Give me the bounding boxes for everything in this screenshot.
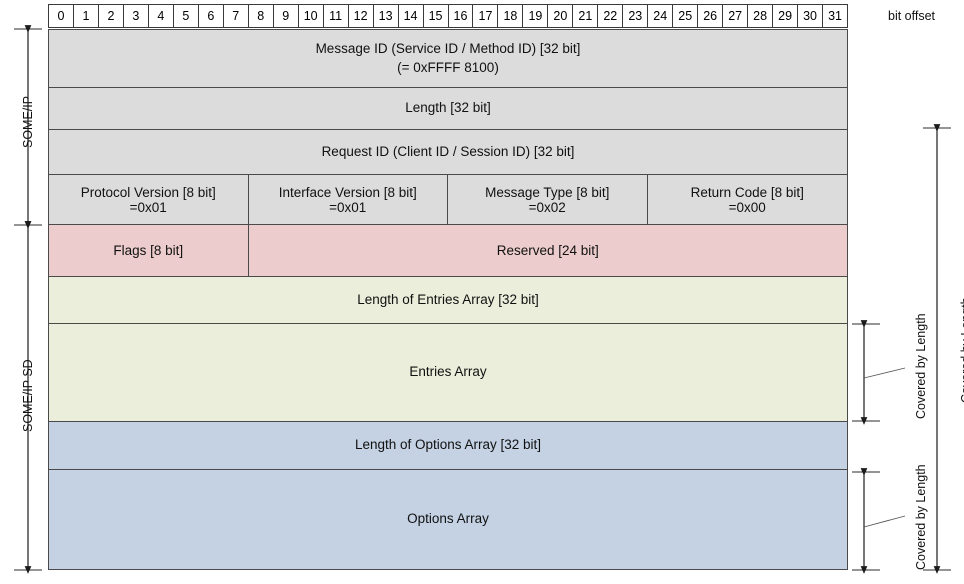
row-version-type-return: Protocol Version [8 bit] =0x01 Interface… xyxy=(49,175,847,225)
protocol-version-value: =0x01 xyxy=(129,199,167,215)
row-options-array: Options Array xyxy=(49,470,847,569)
bit-cell: 20 xyxy=(548,5,574,27)
bit-cell: 21 xyxy=(573,5,599,27)
bracket-label-covered-total: Covered by Length xyxy=(959,297,964,403)
bit-cell: 7 xyxy=(224,5,249,27)
flags-label: Flags [8 bit] xyxy=(113,243,184,258)
packet-table: Message ID (Service ID / Method ID) [32 … xyxy=(48,29,848,570)
row-length-of-entries-array: Length of Entries Array [32 bit] xyxy=(49,277,847,324)
row-entries-array: Entries Array xyxy=(49,324,847,422)
bit-offset-header: 0 1 2 3 4 5 6 7 8 9 10 11 12 13 14 15 16… xyxy=(48,4,848,28)
bit-cell: 25 xyxy=(673,5,699,27)
message-id-value: (= 0xFFFF 8100) xyxy=(397,59,499,75)
bit-offset-caption: bit offset xyxy=(888,9,936,23)
options-array-label: Options Array xyxy=(407,511,489,527)
bit-cell: 29 xyxy=(773,5,799,27)
bit-cell: 10 xyxy=(299,5,324,27)
cell-message-type: Message Type [8 bit] =0x02 xyxy=(448,175,648,224)
reserved-label: Reserved [24 bit] xyxy=(496,243,599,258)
cell-flags: Flags [8 bit] xyxy=(49,225,249,276)
message-type-label: Message Type [8 bit] xyxy=(485,184,610,200)
bit-cell: 26 xyxy=(698,5,724,27)
bit-cell: 1 xyxy=(74,5,99,27)
bit-cell: 3 xyxy=(124,5,149,27)
row-flags-reserved: Flags [8 bit] Reserved [24 bit] xyxy=(49,225,847,277)
cell-interface-version: Interface Version [8 bit] =0x01 xyxy=(249,175,448,224)
return-code-label: Return Code [8 bit] xyxy=(690,184,804,200)
bit-cell: 9 xyxy=(274,5,299,27)
bit-cell: 4 xyxy=(149,5,174,27)
interface-version-label: Interface Version [8 bit] xyxy=(278,184,417,200)
bit-cell: 23 xyxy=(623,5,649,27)
bit-cell: 16 xyxy=(449,5,474,27)
bit-cell: 22 xyxy=(598,5,624,27)
bit-cell: 12 xyxy=(349,5,374,27)
bit-cell: 15 xyxy=(424,5,449,27)
bit-cell: 14 xyxy=(399,5,424,27)
request-id-label: Request ID (Client ID / Session ID) [32 … xyxy=(321,143,575,159)
length-of-options-array-label: Length of Options Array [32 bit] xyxy=(354,437,542,453)
bracket-label-someip: SOME/IP xyxy=(21,95,35,148)
cell-reserved: Reserved [24 bit] xyxy=(249,225,848,276)
bit-cell: 24 xyxy=(648,5,674,27)
return-code-value: =0x00 xyxy=(728,199,766,215)
bit-cell: 0 xyxy=(49,5,74,27)
message-id-label: Message ID (Service ID / Method ID) [32 … xyxy=(315,41,581,57)
bit-cell: 30 xyxy=(798,5,824,27)
length-label: Length [32 bit] xyxy=(405,100,491,116)
bit-cell: 17 xyxy=(473,5,499,27)
row-request-id: Request ID (Client ID / Session ID) [32 … xyxy=(49,130,847,175)
bit-cell: 2 xyxy=(99,5,124,27)
bit-cell: 8 xyxy=(249,5,274,27)
message-type-value: =0x02 xyxy=(528,199,566,215)
bit-cell: 5 xyxy=(174,5,199,27)
row-length-of-options-array: Length of Options Array [32 bit] xyxy=(49,422,847,470)
bit-cell: 13 xyxy=(374,5,399,27)
cell-return-code: Return Code [8 bit] =0x00 xyxy=(648,175,848,224)
protocol-version-label: Protocol Version [8 bit] xyxy=(80,184,216,200)
bit-cell: 6 xyxy=(199,5,224,27)
bit-cell: 18 xyxy=(498,5,524,27)
row-message-id: Message ID (Service ID / Method ID) [32 … xyxy=(49,30,847,88)
bit-cell: 19 xyxy=(523,5,549,27)
bit-cell: 31 xyxy=(823,5,848,27)
cell-protocol-version: Protocol Version [8 bit] =0x01 xyxy=(49,175,249,224)
entries-array-label: Entries Array xyxy=(409,364,487,380)
bracket-label-covered-entries: Covered by Length xyxy=(914,313,928,419)
bracket-label-covered-options: Covered by Length xyxy=(914,464,928,570)
row-length: Length [32 bit] xyxy=(49,88,847,130)
length-of-entries-array-label: Length of Entries Array [32 bit] xyxy=(357,291,539,307)
bracket-label-someip-sd: SOME/IP SD xyxy=(21,359,35,432)
bit-cell: 11 xyxy=(324,5,349,27)
bit-cell: 27 xyxy=(723,5,749,27)
bit-cell: 28 xyxy=(748,5,774,27)
interface-version-value: =0x01 xyxy=(329,199,367,215)
